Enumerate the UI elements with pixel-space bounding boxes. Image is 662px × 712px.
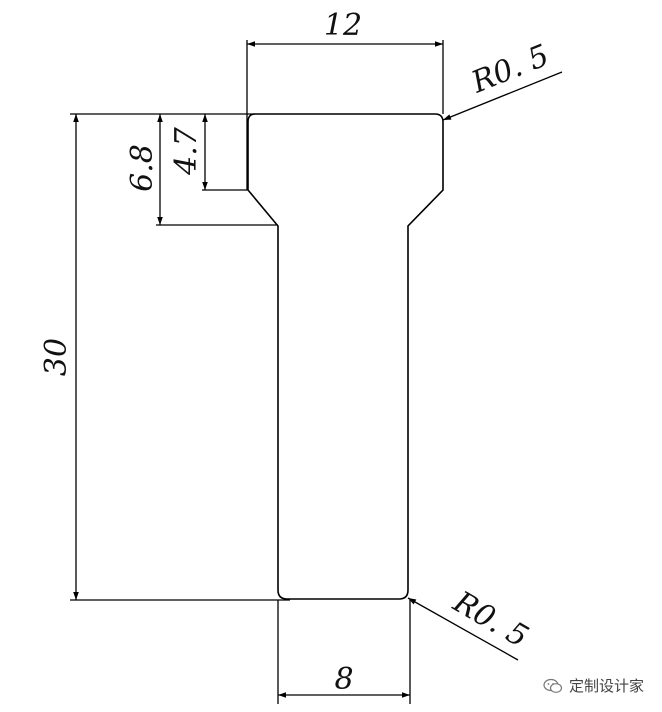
dim-collar-height-label: 4.7 [169, 126, 204, 176]
leader-radius-top [442, 71, 563, 121]
part-outline [247, 113, 444, 600]
dim-bottom-width-label: 8 [334, 662, 353, 697]
dim-head-height-label: 6.8 [125, 144, 160, 192]
dim-total-height-label: 30 [39, 338, 74, 376]
dim-top-width-label: 12 [324, 8, 362, 43]
watermark-text: 定制设计家 [568, 677, 644, 695]
radius-top-label: R0. 5 [466, 38, 554, 101]
leader-radius-bottom [407, 597, 519, 661]
wechat-icon [543, 678, 563, 693]
watermark: 定制设计家 [543, 675, 644, 696]
dimension-lines [73, 41, 563, 698]
extension-lines [70, 40, 444, 704]
